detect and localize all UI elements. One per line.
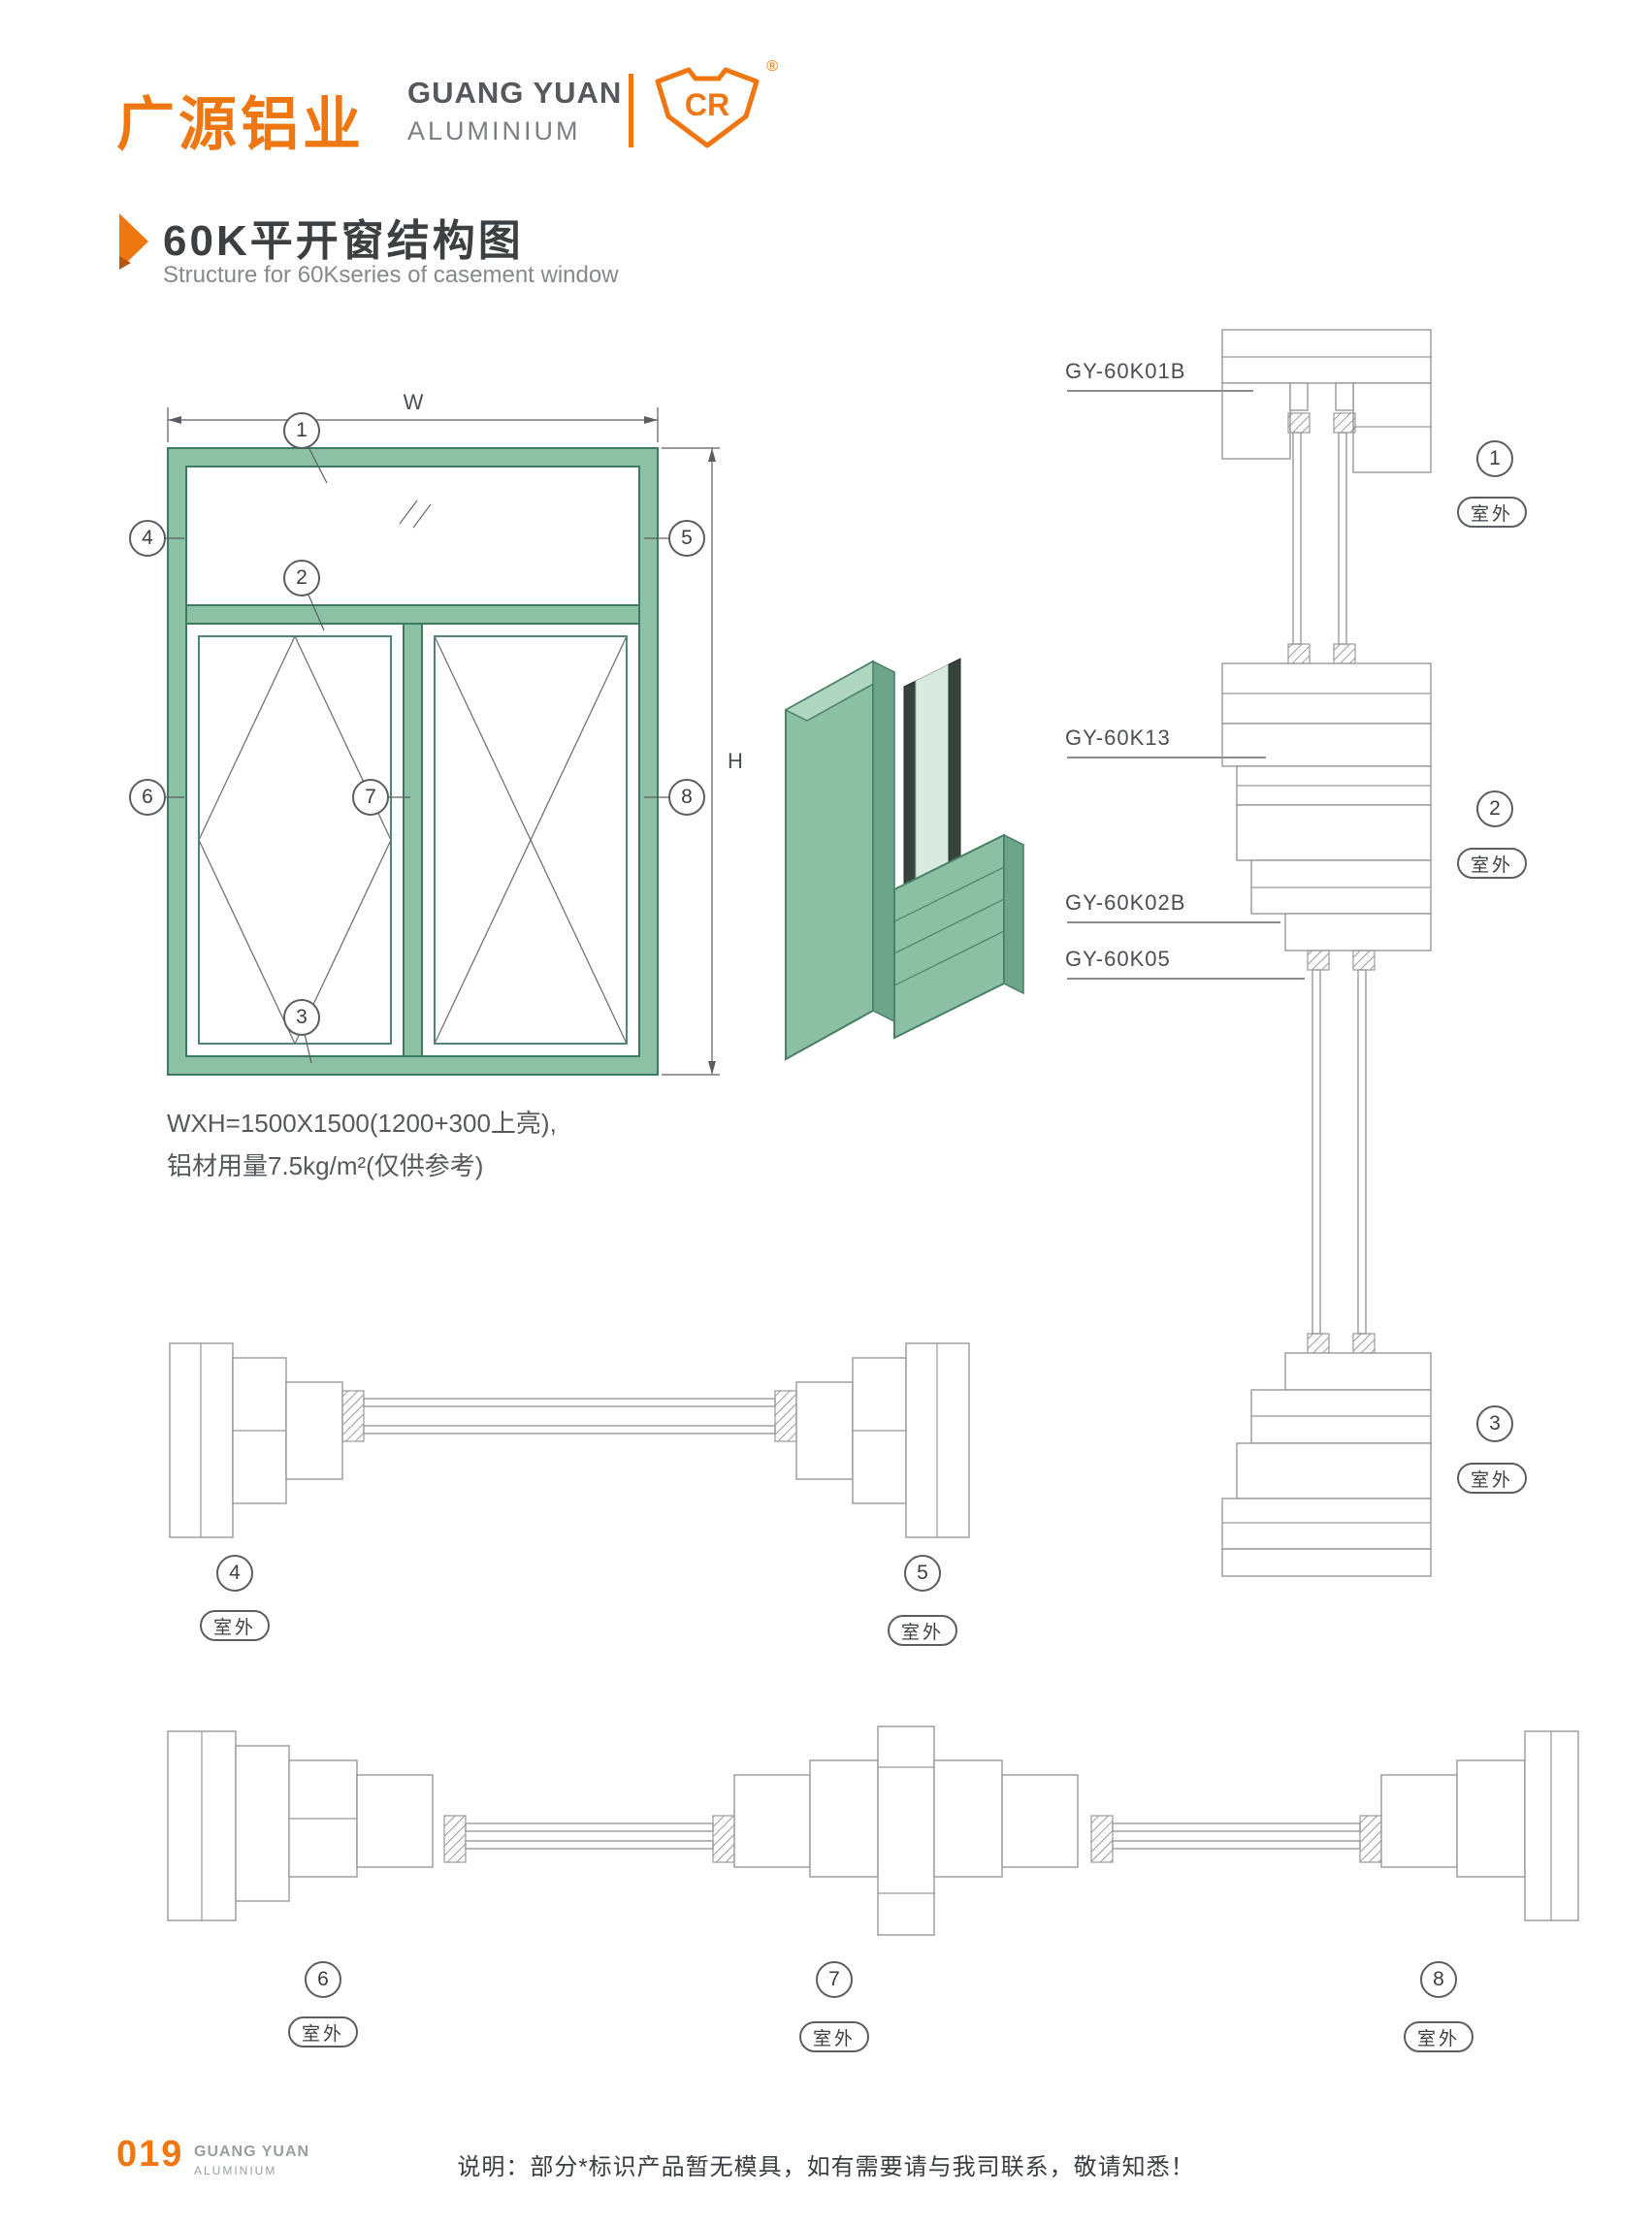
detail-callout-5: 5 bbox=[904, 1555, 941, 1592]
profile-label-gy60k01b: GY-60K01B bbox=[1065, 359, 1186, 383]
outdoor-badge-6: 室外 bbox=[288, 2016, 358, 2048]
horizontal-section-bottom bbox=[167, 1725, 1579, 1936]
profile-label-gy60k13: GY-60K13 bbox=[1065, 726, 1171, 750]
logo-english: GUANG YUAN ALUMINIUM bbox=[407, 76, 622, 146]
logo-en-line2: ALUMINIUM bbox=[407, 116, 581, 145]
outdoor-badge-5: 室外 bbox=[888, 1615, 957, 1646]
outdoor-badge-4: 室外 bbox=[200, 1610, 270, 1641]
page-subtitle: Structure for 60Kseries of casement wind… bbox=[163, 262, 619, 288]
footer-brand-line2: ALUMINIUM bbox=[194, 2164, 277, 2177]
profile-leader-4 bbox=[1067, 978, 1305, 980]
logo-chinese: 广源铝业 bbox=[116, 92, 365, 157]
lower-glazing-unit bbox=[1307, 969, 1376, 1354]
window-frame bbox=[167, 447, 659, 1076]
header-divider bbox=[629, 74, 633, 147]
bottom-frame-profile bbox=[1221, 1352, 1432, 1577]
left-jamb-profile bbox=[169, 1342, 343, 1538]
vertical-section-drawing bbox=[1221, 329, 1432, 1577]
left-glazing-unit bbox=[443, 1815, 735, 1863]
elevation-callout-1: 1 bbox=[283, 412, 320, 449]
elevation-callout-7: 7 bbox=[352, 779, 389, 816]
outdoor-badge-7: 室外 bbox=[799, 2021, 869, 2052]
footer-brand: GUANG YUAN ALUMINIUM bbox=[194, 2144, 309, 2177]
sash-profile bbox=[1236, 804, 1432, 971]
profile-leader-3 bbox=[1067, 921, 1280, 923]
profile-leader-1 bbox=[1067, 390, 1253, 392]
profile-body-3d bbox=[892, 833, 1025, 1040]
dim-height-label: H bbox=[728, 749, 743, 773]
detail-callout-3: 3 bbox=[1476, 1405, 1513, 1442]
detail-callout-4: 4 bbox=[216, 1555, 253, 1592]
elevation-callout-6: 6 bbox=[129, 779, 166, 816]
center-mullion-profile bbox=[733, 1725, 1079, 1936]
frame-plate-3d bbox=[784, 660, 896, 1061]
detail-callout-2: 2 bbox=[1476, 790, 1513, 827]
left-frame-profile bbox=[167, 1730, 290, 1921]
profile-label-gy60k02b: GY-60K02B bbox=[1065, 890, 1186, 915]
detail-callout-6: 6 bbox=[305, 1961, 341, 1998]
transom-profile bbox=[1221, 662, 1432, 806]
spec-line-1: WXH=1500X1500(1200+300上亮), bbox=[167, 1109, 557, 1138]
elevation-callout-8: 8 bbox=[668, 779, 705, 816]
elevation-callout-4: 4 bbox=[129, 520, 166, 557]
logo-en-line1: GUANG YUAN bbox=[407, 76, 623, 110]
title-arrow-icon bbox=[119, 213, 152, 278]
glazing-unit-horizontal bbox=[341, 1390, 797, 1442]
double-glazing-3d bbox=[903, 658, 961, 893]
profile-label-gy60k05: GY-60K05 bbox=[1065, 947, 1171, 971]
page-number: 019 bbox=[116, 2134, 184, 2175]
elevation-callout-3: 3 bbox=[283, 999, 320, 1036]
cr-shield-icon: CR bbox=[655, 67, 760, 148]
cr-letters: CR bbox=[685, 87, 729, 122]
footer-note: 说明：部分*标识产品暂无模具，如有需要请与我司联系，敬请知悉！ bbox=[457, 2154, 1195, 2180]
profile-leader-2 bbox=[1067, 757, 1266, 758]
profile-3d-render bbox=[784, 658, 1025, 1061]
outdoor-badge-1: 室外 bbox=[1457, 497, 1527, 528]
right-jamb-profile bbox=[795, 1342, 970, 1538]
elevation-callout-5: 5 bbox=[668, 520, 705, 557]
window-elevation-diagram: W H bbox=[165, 390, 743, 1076]
footer-brand-line1: GUANG YUAN bbox=[194, 2144, 310, 2160]
right-frame-profile bbox=[1524, 1730, 1579, 1921]
outdoor-badge-2: 室外 bbox=[1457, 848, 1527, 879]
outdoor-badge-8: 室外 bbox=[1404, 2021, 1474, 2052]
detail-callout-1: 1 bbox=[1476, 440, 1513, 477]
registered-mark: ® bbox=[766, 58, 778, 75]
detail-callout-8: 8 bbox=[1420, 1961, 1457, 1998]
elevation-callout-2: 2 bbox=[283, 560, 320, 597]
right-sash-profile bbox=[1380, 1759, 1526, 1878]
callout-leaders bbox=[165, 444, 669, 1064]
brand-logo: CR ® bbox=[650, 58, 778, 153]
upper-glazing-unit bbox=[1287, 432, 1356, 664]
page-title: 60K平开窗结构图 bbox=[163, 217, 524, 265]
left-sash-profile bbox=[288, 1759, 434, 1878]
right-glazing-unit bbox=[1090, 1815, 1382, 1863]
spec-line-2: 铝材用量7.5kg/m²(仅供参考) bbox=[167, 1151, 484, 1180]
top-frame-profile bbox=[1221, 329, 1432, 473]
outdoor-badge-3: 室外 bbox=[1457, 1463, 1527, 1494]
horizontal-section-top bbox=[169, 1342, 970, 1538]
dimension-height: H bbox=[662, 447, 743, 1076]
dimension-width: W bbox=[167, 390, 659, 442]
dim-width-label: W bbox=[404, 390, 424, 414]
detail-callout-7: 7 bbox=[816, 1961, 853, 1998]
